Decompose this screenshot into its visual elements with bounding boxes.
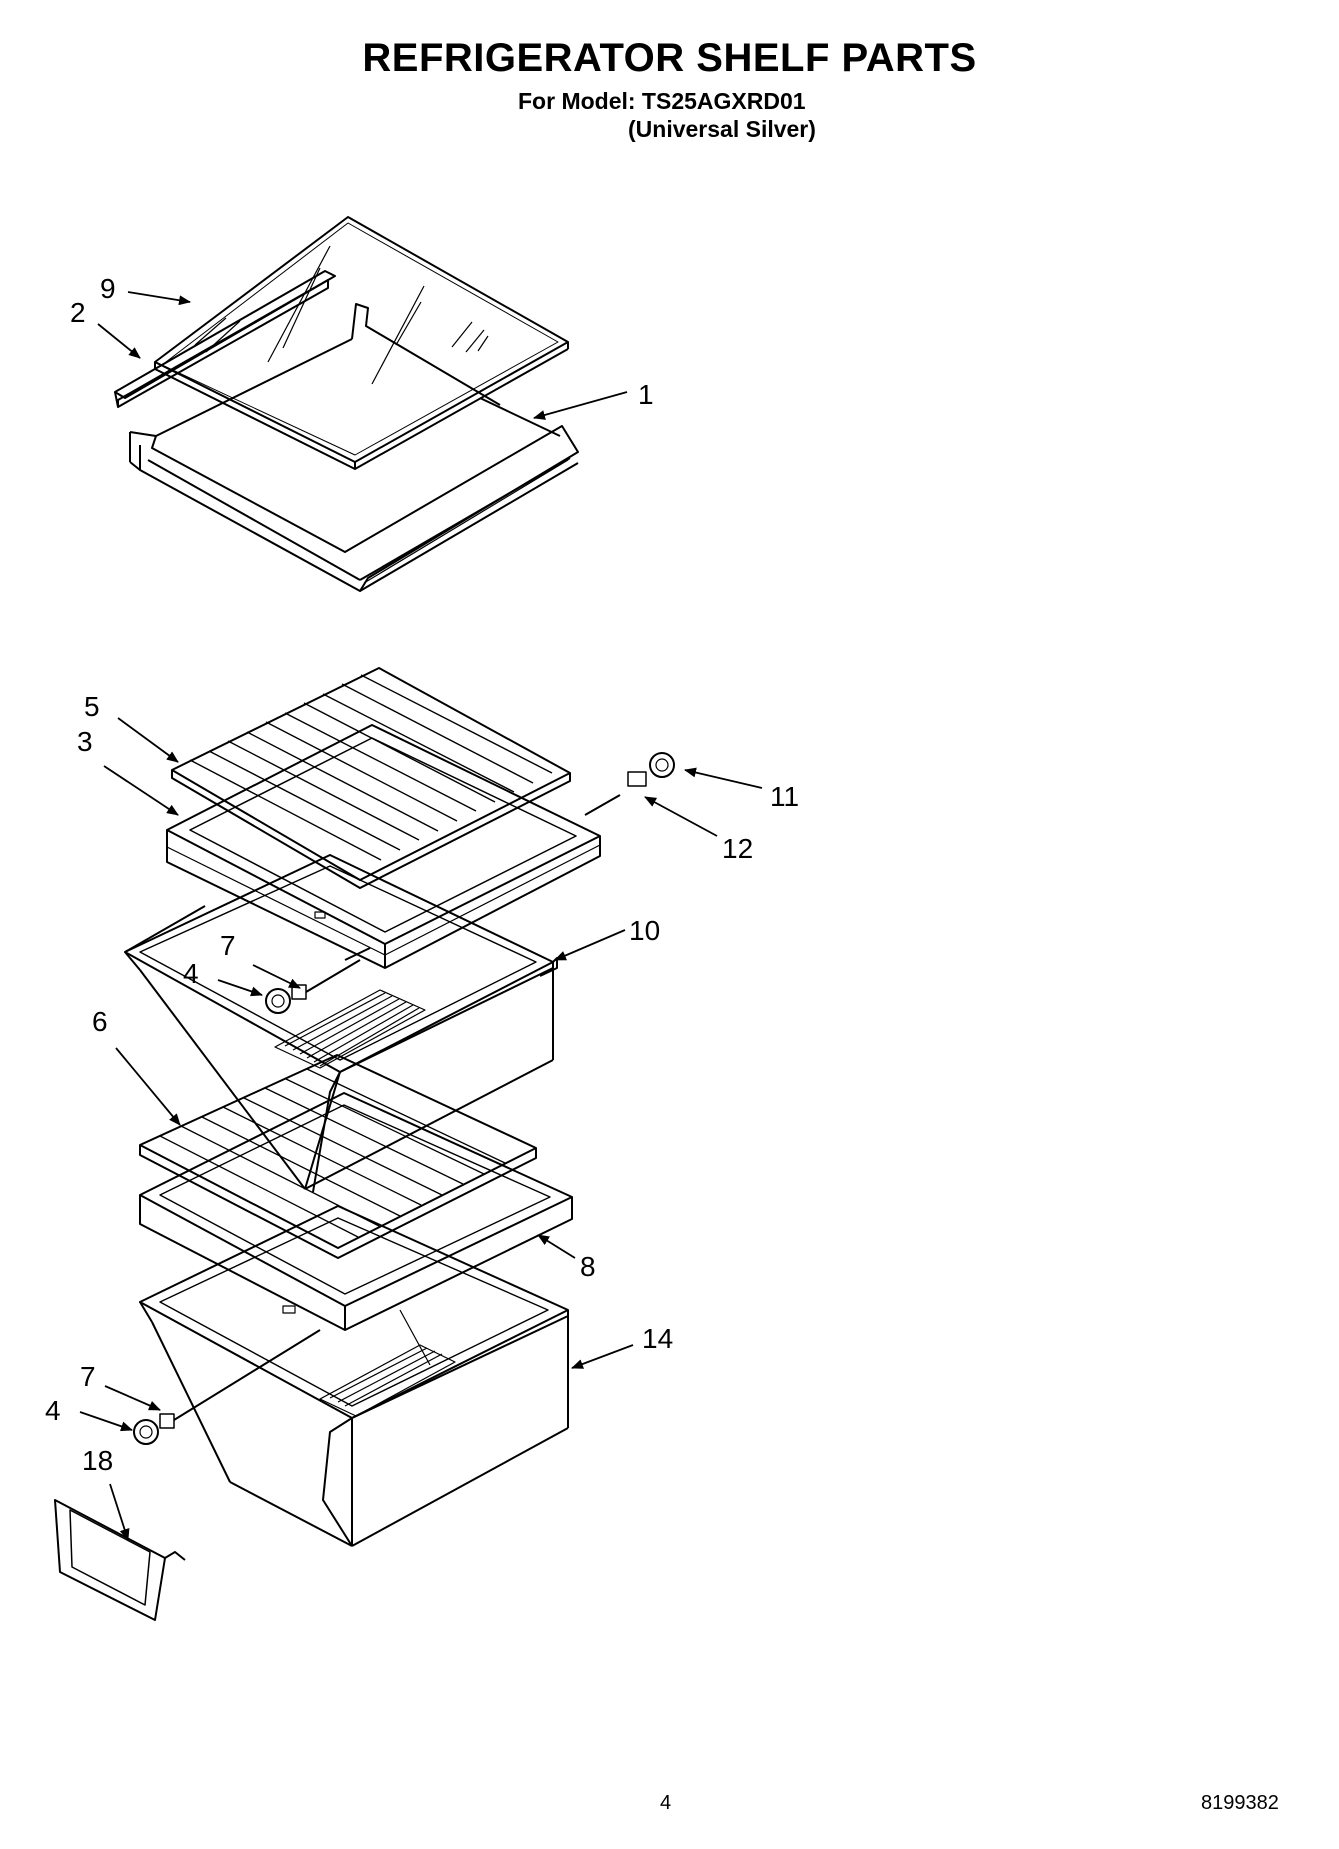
lower-crisper-pan bbox=[139, 1205, 569, 1547]
callout-6: 6 bbox=[92, 1006, 108, 1037]
pan-guide-upper bbox=[265, 959, 361, 1014]
lower-cover-assembly bbox=[139, 1054, 573, 1331]
page-number: 4 bbox=[660, 1792, 672, 1814]
callout-18: 18 bbox=[82, 1445, 113, 1476]
callout-1: 1 bbox=[638, 379, 654, 410]
leader-lines bbox=[79, 291, 763, 1541]
callout-3: 3 bbox=[77, 726, 93, 757]
shelf-rail bbox=[114, 270, 336, 399]
callout-2: 2 bbox=[70, 297, 86, 328]
callout-4-lower: 4 bbox=[45, 1395, 61, 1426]
cover-frame bbox=[166, 724, 601, 945]
callout-14: 14 bbox=[642, 1323, 673, 1354]
callout-4-upper: 4 bbox=[183, 958, 199, 989]
lower-cover-frame bbox=[139, 1092, 573, 1307]
callout-9: 9 bbox=[100, 273, 116, 304]
pan-cover-assembly bbox=[166, 667, 601, 969]
callout-5: 5 bbox=[84, 691, 100, 722]
upper-crisper-pan bbox=[124, 854, 558, 1193]
callout-10: 10 bbox=[629, 915, 660, 946]
damper-knob bbox=[584, 752, 675, 816]
color-line: (Universal Silver) bbox=[628, 116, 816, 142]
page-title: REFRIGERATOR SHELF PARTS bbox=[362, 36, 977, 80]
model-line: For Model: TS25AGXRD01 bbox=[518, 88, 806, 114]
pan-guide-lower bbox=[133, 1329, 321, 1445]
callout-7-upper: 7 bbox=[220, 930, 236, 961]
callout-12: 12 bbox=[722, 833, 753, 864]
callout-7-lower: 7 bbox=[80, 1361, 96, 1392]
shelf-frame bbox=[129, 425, 579, 592]
glass-shelf-assembly bbox=[114, 216, 579, 592]
document-number: 8199382 bbox=[1201, 1792, 1279, 1814]
callout-labels: 9 2 1 5 3 11 12 10 7 4 6 8 14 7 4 18 bbox=[45, 273, 799, 1476]
callout-11: 11 bbox=[770, 781, 799, 812]
lower-pan-vent bbox=[319, 1344, 456, 1417]
glass-panel bbox=[154, 216, 569, 463]
cover-slats bbox=[189, 674, 553, 861]
callout-8: 8 bbox=[580, 1251, 596, 1282]
pan-vent bbox=[274, 989, 426, 1069]
